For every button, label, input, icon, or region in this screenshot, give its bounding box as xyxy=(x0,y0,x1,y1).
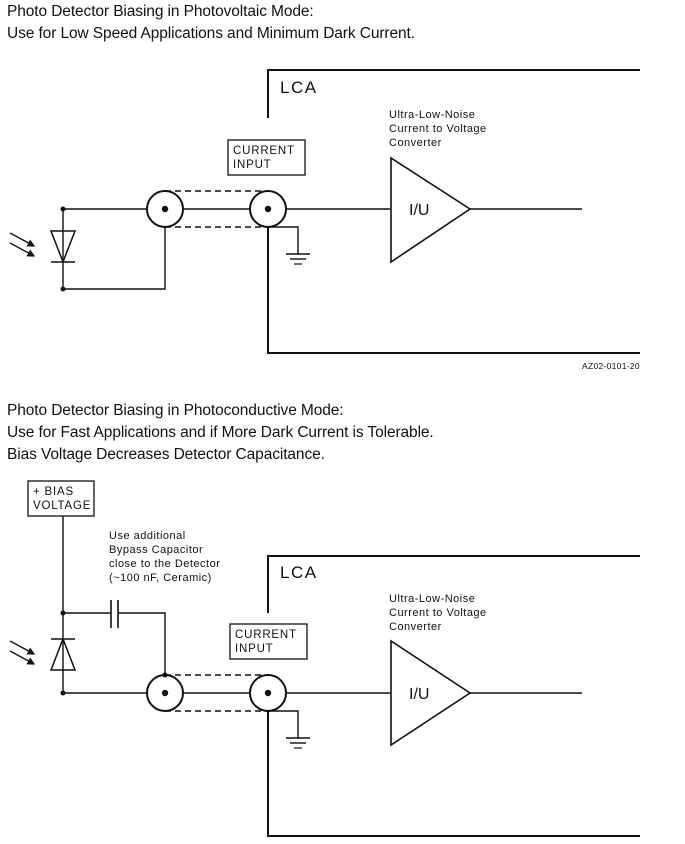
lca-label: LCA xyxy=(280,78,318,97)
current-input-label: CURRENT xyxy=(233,145,295,157)
caption-photovoltaic: Photo Detector Biasing in Photovoltaic M… xyxy=(7,1,415,45)
lca-box-bottom xyxy=(267,711,640,837)
amplifier-icon xyxy=(390,156,472,264)
converter-label: Current to Voltage xyxy=(389,123,487,135)
amp-label: I/U xyxy=(409,686,429,703)
caption-line: Use for Fast Applications and if More Da… xyxy=(7,424,434,441)
converter-label: Ultra-Low-Noise xyxy=(389,109,475,121)
cap-wire xyxy=(118,612,166,675)
converter-label: Current to Voltage xyxy=(389,607,487,619)
current-input-box xyxy=(227,139,306,176)
light-arrow-icon xyxy=(9,640,36,655)
current-input-box xyxy=(229,623,308,660)
converter-label: Converter xyxy=(389,621,442,633)
bias-voltage-label: + BIAS xyxy=(33,486,74,498)
lca-box xyxy=(267,69,640,118)
current-input-label: CURRENT xyxy=(235,629,297,641)
ground-wire xyxy=(268,710,299,738)
bypass-note: Use additional xyxy=(109,530,186,542)
bypass-note: Bypass Capacitor xyxy=(109,544,203,556)
converter-label: Ultra-Low-Noise xyxy=(389,593,475,605)
return-wire xyxy=(63,227,166,290)
light-arrow-icon xyxy=(9,232,36,247)
caption-photoconductive: Photo Detector Biasing in Photoconductiv… xyxy=(7,400,434,466)
bypass-note: (~100 nF, Ceramic) xyxy=(109,572,212,584)
caption-line: Photo Detector Biasing in Photovoltaic M… xyxy=(7,3,314,20)
photoconductive-circuit xyxy=(9,480,640,837)
connector-left-pin xyxy=(161,205,169,213)
light-arrow-icon xyxy=(9,242,36,257)
bias-voltage-box xyxy=(27,480,95,517)
photovoltaic-circuit xyxy=(9,69,640,354)
lca-box-bottom xyxy=(267,227,640,354)
figure-code: AZ02-0101-20 xyxy=(582,361,640,371)
photodiode-icon xyxy=(49,230,77,265)
current-input-label: INPUT xyxy=(233,159,272,171)
connector-right-pin xyxy=(264,205,272,213)
current-input-label: INPUT xyxy=(235,643,274,655)
lca-label: LCA xyxy=(280,563,318,582)
light-arrow-icon xyxy=(9,650,36,665)
ground-wire xyxy=(268,226,299,254)
amplifier-icon xyxy=(390,639,472,747)
bypass-note: close to the Detector xyxy=(109,558,220,570)
bias-voltage-label: VOLTAGE xyxy=(33,500,91,512)
caption-line: Bias Voltage Decreases Detector Capacita… xyxy=(7,446,325,463)
amp-label: I/U xyxy=(409,202,429,219)
photodiode-icon xyxy=(49,636,77,671)
lca-box xyxy=(267,555,640,613)
caption-line: Use for Low Speed Applications and Minim… xyxy=(7,25,415,42)
converter-label: Converter xyxy=(389,137,442,149)
caption-line: Photo Detector Biasing in Photoconductiv… xyxy=(7,402,344,419)
